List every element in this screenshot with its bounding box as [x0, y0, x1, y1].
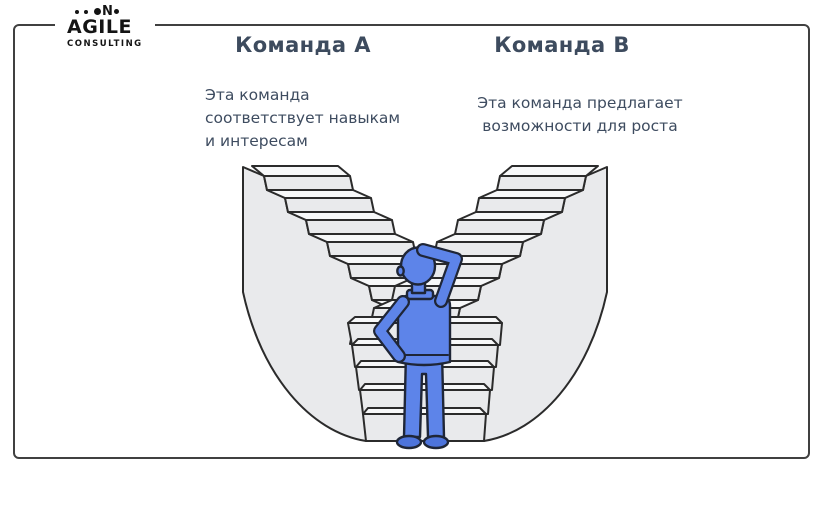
stair-tread: [266, 189, 372, 199]
frame-border: [13, 24, 810, 459]
person-shoe-right: [422, 434, 450, 450]
stair-tread: [499, 165, 599, 177]
team-a-desc-line: и интересам: [205, 132, 308, 150]
stair-tread: [436, 233, 542, 243]
stair-riser: [305, 219, 396, 235]
person-arm-raised-fill: [418, 245, 461, 306]
stair-riser: [475, 197, 566, 213]
logo-letter-n: N: [102, 4, 113, 19]
person-figure: [373, 243, 463, 450]
team-b-desc-line: возможности для роста: [482, 117, 678, 135]
logo-dot: [94, 8, 101, 15]
logo-subtitle: CONSULTING: [67, 38, 143, 49]
logo-dot: [84, 9, 88, 14]
agile-consulting-logo: N AGILE CONSULTING: [55, 2, 155, 52]
person-ear: [396, 265, 405, 277]
stair-tread: [308, 233, 414, 243]
stair-tread: [457, 211, 563, 221]
person-shoe-left: [395, 434, 423, 450]
logo-dot: [75, 9, 79, 14]
stair-riser: [326, 241, 417, 257]
team-b-title: Команда B: [494, 33, 630, 57]
team-a-desc-line: Эта команда: [205, 86, 310, 104]
team-a-title: Команда A: [235, 33, 371, 57]
stair-riser: [362, 413, 487, 442]
logo-dot: [113, 9, 119, 14]
stair-riser: [496, 175, 587, 191]
stair-tread: [251, 165, 351, 177]
stair-tread: [287, 211, 393, 221]
team-b-description: Эта команда предлагает возможности для р…: [477, 92, 683, 138]
stair-riser: [454, 219, 545, 235]
stair-riser: [284, 197, 375, 213]
team-a-description: Эта команда соответствует навыкам и инте…: [205, 84, 400, 153]
stair-tread: [359, 383, 491, 391]
team-b-desc-line: Эта команда предлагает: [477, 94, 683, 112]
stair-tread: [362, 407, 487, 415]
logo-title: AGILE: [67, 16, 132, 38]
person-arm-akimbo-fill: [375, 297, 408, 361]
stair-tread: [478, 189, 584, 199]
stair-riser: [263, 175, 354, 191]
logo-dots-icon: N: [75, 5, 143, 18]
team-a-desc-line: соответствует навыкам: [205, 109, 401, 127]
